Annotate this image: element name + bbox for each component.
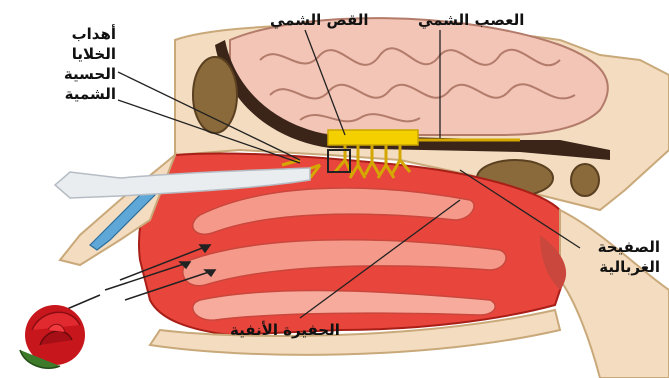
nasal-conchae	[183, 188, 506, 320]
label-receptor-cilia-line3: الحسية	[26, 64, 116, 84]
label-olfactory-nerve: العصب الشمي	[418, 10, 524, 30]
label-receptor-cilia-line2: الخلايا	[26, 44, 116, 64]
olfactory-bulb-shape	[328, 130, 418, 145]
label-cribriform-plate: الصفيحة الغربالية	[570, 237, 660, 277]
label-olfactory-bulb: القص الشمي	[270, 10, 369, 30]
label-nasal-cavity: الحفيرة الأنفية	[230, 320, 340, 340]
label-receptor-cilia: أهداب الخلايا الحسية الشمية	[26, 24, 116, 104]
label-cribriform-line1: الصفيحة	[570, 237, 660, 257]
frontal-sinus	[193, 57, 237, 133]
label-cribriform-line2: الغربالية	[570, 257, 660, 277]
label-receptor-cilia-line1: أهداب	[26, 24, 116, 44]
small-sinus	[571, 164, 599, 196]
label-receptor-cilia-line4: الشمية	[26, 84, 116, 104]
